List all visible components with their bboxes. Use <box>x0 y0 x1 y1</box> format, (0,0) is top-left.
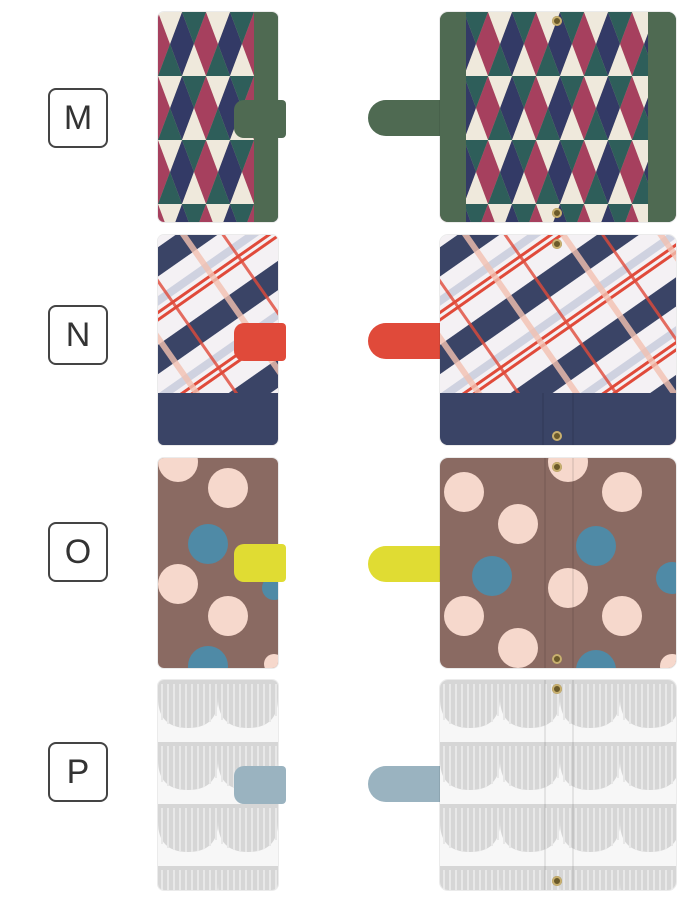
strap-open[interactable] <box>368 766 444 802</box>
rivet-bottom <box>552 654 562 664</box>
open-case-o[interactable] <box>440 458 676 668</box>
right-spine <box>648 12 676 222</box>
rivet-top <box>552 16 562 26</box>
fold-line <box>544 458 546 668</box>
navy-band <box>158 393 278 445</box>
row-m: M <box>0 12 700 232</box>
variant-label-n: N <box>48 305 108 365</box>
strap-closed[interactable] <box>234 544 286 582</box>
variant-label-m: M <box>48 88 108 148</box>
row-n: N <box>0 235 700 455</box>
rivet-bottom <box>552 876 562 886</box>
variant-label-o: O <box>48 522 108 582</box>
scallop-pattern <box>440 680 676 890</box>
fold-line <box>544 680 546 890</box>
row-p: P <box>0 680 700 900</box>
open-case-p[interactable] <box>440 680 676 890</box>
rivet-bottom <box>552 208 562 218</box>
strap-open[interactable] <box>368 323 444 359</box>
rivet-bottom <box>552 431 562 441</box>
row-o: O <box>0 458 700 678</box>
open-case-m[interactable] <box>440 12 676 222</box>
strap-closed[interactable] <box>234 766 286 804</box>
fold-line <box>572 680 574 890</box>
argyle-pattern <box>440 12 676 222</box>
rivet-top <box>552 684 562 694</box>
dot-pattern <box>440 458 676 668</box>
fold-line <box>542 393 544 445</box>
strap-open[interactable] <box>368 100 444 136</box>
fold-line <box>572 393 574 445</box>
variant-label-p: P <box>48 742 108 802</box>
strap-closed[interactable] <box>234 323 286 361</box>
strap-open[interactable] <box>368 546 444 582</box>
rivet-top <box>552 239 562 249</box>
fold-line <box>572 458 574 668</box>
open-case-n[interactable] <box>440 235 676 445</box>
strap-closed[interactable] <box>234 100 286 138</box>
rivet-top <box>552 462 562 472</box>
left-spine <box>440 12 466 222</box>
